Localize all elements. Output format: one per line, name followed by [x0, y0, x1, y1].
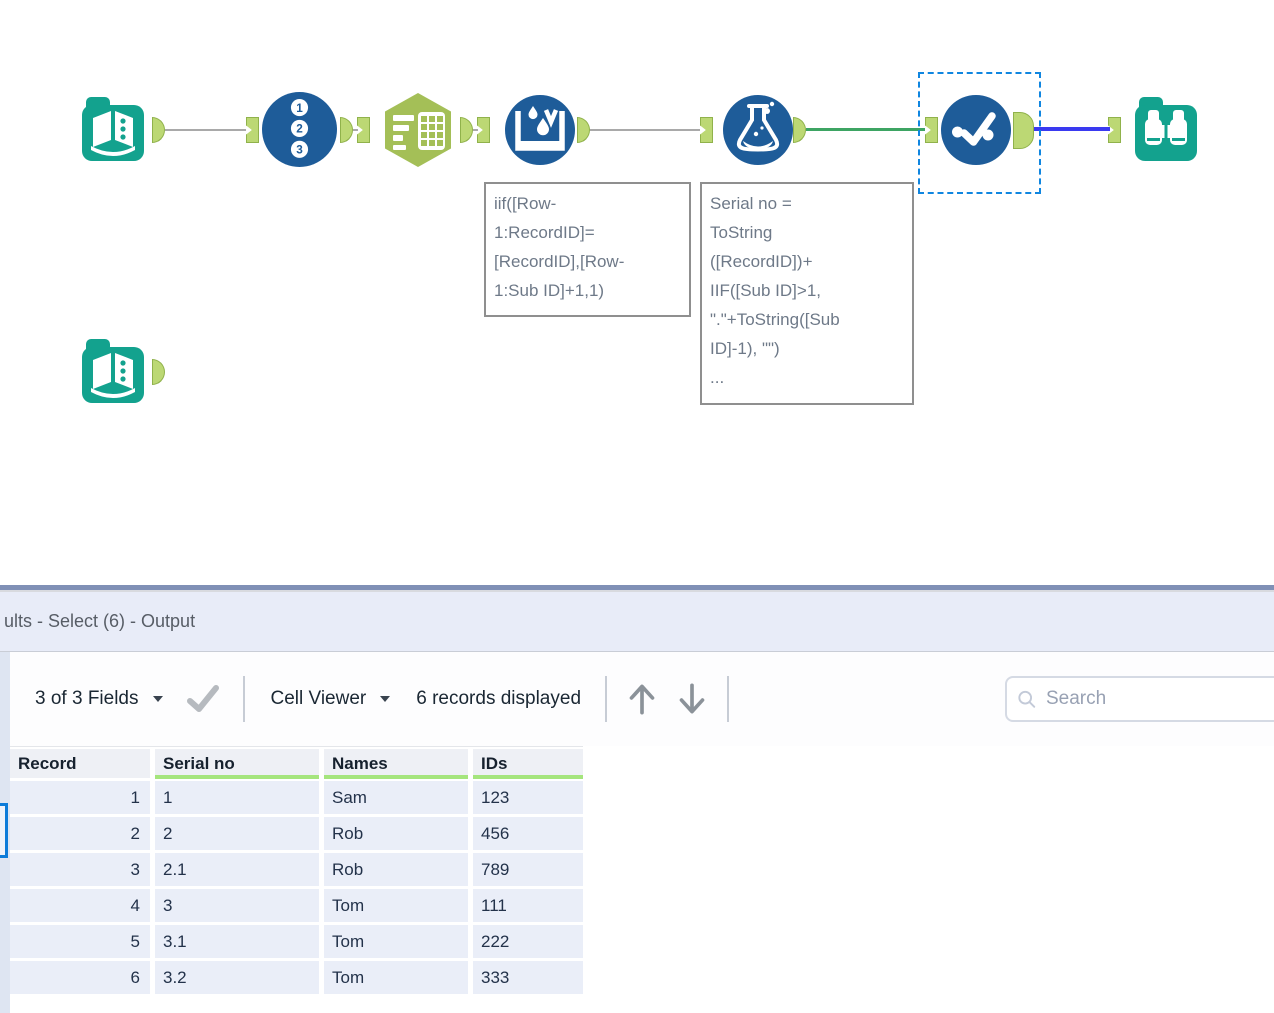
- input-data-tool-2[interactable]: [78, 337, 148, 407]
- connection-recordid-hexagon[interactable]: [353, 129, 358, 131]
- table-cell[interactable]: 123: [473, 781, 583, 814]
- transform-hexagon-tool[interactable]: [378, 90, 458, 170]
- row-number-cell[interactable]: 3: [10, 853, 150, 886]
- column-header-ids[interactable]: IDs: [473, 749, 583, 779]
- annotation-multirow-formula[interactable]: iif([Row- 1:RecordID]= [RecordID],[Row- …: [484, 182, 691, 317]
- formula-input-anchor[interactable]: [700, 117, 713, 143]
- chevron-down-icon: [380, 696, 391, 702]
- record-id-icon: 1 2 3: [262, 92, 337, 167]
- table-cell[interactable]: 111: [473, 889, 583, 922]
- results-title: ults - Select (6) - Output: [4, 611, 196, 631]
- connection-hexagon-multirow[interactable]: [473, 129, 478, 131]
- select-output-anchor[interactable]: [1013, 112, 1034, 149]
- hexagon-input-anchor[interactable]: [357, 117, 370, 143]
- fields-dropdown[interactable]: 3 of 3 Fields: [35, 688, 163, 710]
- connection-multirow-formula[interactable]: [590, 129, 700, 131]
- panel-splitter[interactable]: [0, 585, 1274, 590]
- results-header: ults - Select (6) - Output: [0, 592, 1274, 652]
- column-header-serial-no[interactable]: Serial no: [155, 749, 319, 779]
- row-number-cell[interactable]: 4: [10, 889, 150, 922]
- row-number-cell[interactable]: 5: [10, 925, 150, 958]
- splitter-shade: [0, 590, 1274, 592]
- chevron-down-icon: [152, 696, 163, 702]
- toolbar-divider: [242, 676, 245, 722]
- recordid-input-anchor[interactable]: [246, 117, 259, 143]
- transform-hexagon-icon: [385, 93, 451, 167]
- tool-selection-box[interactable]: [918, 72, 1041, 194]
- search-box[interactable]: [1005, 676, 1274, 722]
- results-panel: ults - Select (6) - Output 3 of 3 Fields…: [0, 585, 1274, 1013]
- record-id-digit-3: 3: [296, 144, 303, 157]
- multirow-input-anchor[interactable]: [477, 117, 490, 143]
- cell-viewer-dropdown[interactable]: Cell Viewer: [271, 688, 391, 710]
- search-icon: [1018, 690, 1036, 708]
- table-cell[interactable]: 2.1: [155, 853, 319, 886]
- select-icon: [941, 95, 1011, 165]
- table-cell[interactable]: 1: [155, 781, 319, 814]
- formula-icon: [723, 95, 793, 165]
- table-cell[interactable]: Rob: [324, 817, 468, 850]
- table-cell[interactable]: 222: [473, 925, 583, 958]
- recordid-output-anchor[interactable]: [340, 117, 353, 143]
- select-tool[interactable]: [941, 95, 1011, 165]
- table-cell[interactable]: 2: [155, 817, 319, 850]
- table-cell[interactable]: Rob: [324, 853, 468, 886]
- multi-row-formula-tool[interactable]: [505, 95, 575, 165]
- table-cell[interactable]: 456: [473, 817, 583, 850]
- input-data-icon: [82, 339, 144, 403]
- input1-output-anchor[interactable]: [152, 117, 165, 143]
- scroll-down-arrow-icon[interactable]: [673, 678, 711, 720]
- table-cell[interactable]: 3: [155, 889, 319, 922]
- toolbar-divider: [727, 676, 730, 722]
- table-cell[interactable]: 3.1: [155, 925, 319, 958]
- annotation-formula[interactable]: Serial no = ToString ([RecordID])+ IIF([…: [700, 182, 914, 405]
- row-number-cell[interactable]: 1: [10, 781, 150, 814]
- table-cell[interactable]: 789: [473, 853, 583, 886]
- column-header-record[interactable]: Record: [10, 749, 150, 778]
- input2-output-anchor[interactable]: [152, 359, 165, 385]
- records-displayed-label: 6 records displayed: [416, 688, 582, 709]
- workflow-canvas[interactable]: 1 2 3: [0, 0, 1274, 585]
- toolbar-divider: [605, 676, 608, 722]
- column-header-names[interactable]: Names: [324, 749, 468, 779]
- multi-row-formula-icon: [505, 95, 575, 165]
- record-id-digit-1: 1: [296, 102, 303, 115]
- left-edge-selection-box: [0, 803, 8, 858]
- connection-input-recordid[interactable]: [165, 129, 246, 131]
- row-number-cell[interactable]: 6: [10, 961, 150, 994]
- connection-formula-select[interactable]: [806, 128, 925, 131]
- cell-viewer-label: Cell Viewer: [270, 688, 367, 709]
- browse-tool[interactable]: [1131, 95, 1201, 165]
- row-number-cell[interactable]: 2: [10, 817, 150, 850]
- formula-tool[interactable]: [723, 95, 793, 165]
- results-toolbar: 3 of 3 Fields Cell Viewer 6 records disp…: [10, 652, 1274, 746]
- connection-select-browse[interactable]: [1033, 127, 1110, 131]
- record-id-digit-2: 2: [296, 123, 303, 136]
- table-cell[interactable]: 333: [473, 961, 583, 994]
- results-table: Record Serial no Names IDs 1 1 Sam 123 2…: [10, 746, 583, 994]
- scroll-up-arrow-icon[interactable]: [623, 678, 661, 720]
- table-cell[interactable]: 3.2: [155, 961, 319, 994]
- hexagon-output-anchor[interactable]: [460, 117, 473, 143]
- multirow-output-anchor[interactable]: [577, 117, 590, 143]
- table-cell[interactable]: Tom: [324, 961, 468, 994]
- table-cell[interactable]: Tom: [324, 925, 468, 958]
- table-cell[interactable]: Tom: [324, 889, 468, 922]
- table-cell[interactable]: Sam: [324, 781, 468, 814]
- record-id-tool[interactable]: 1 2 3: [262, 92, 337, 167]
- browse-icon: [1135, 97, 1197, 161]
- fields-dropdown-label: 3 of 3 Fields: [35, 688, 139, 709]
- input-data-tool[interactable]: [78, 95, 148, 165]
- formula-output-anchor[interactable]: [793, 117, 806, 143]
- input-data-icon: [82, 97, 144, 161]
- apply-checkmark-icon[interactable]: [185, 684, 221, 714]
- search-input[interactable]: [1044, 687, 1274, 711]
